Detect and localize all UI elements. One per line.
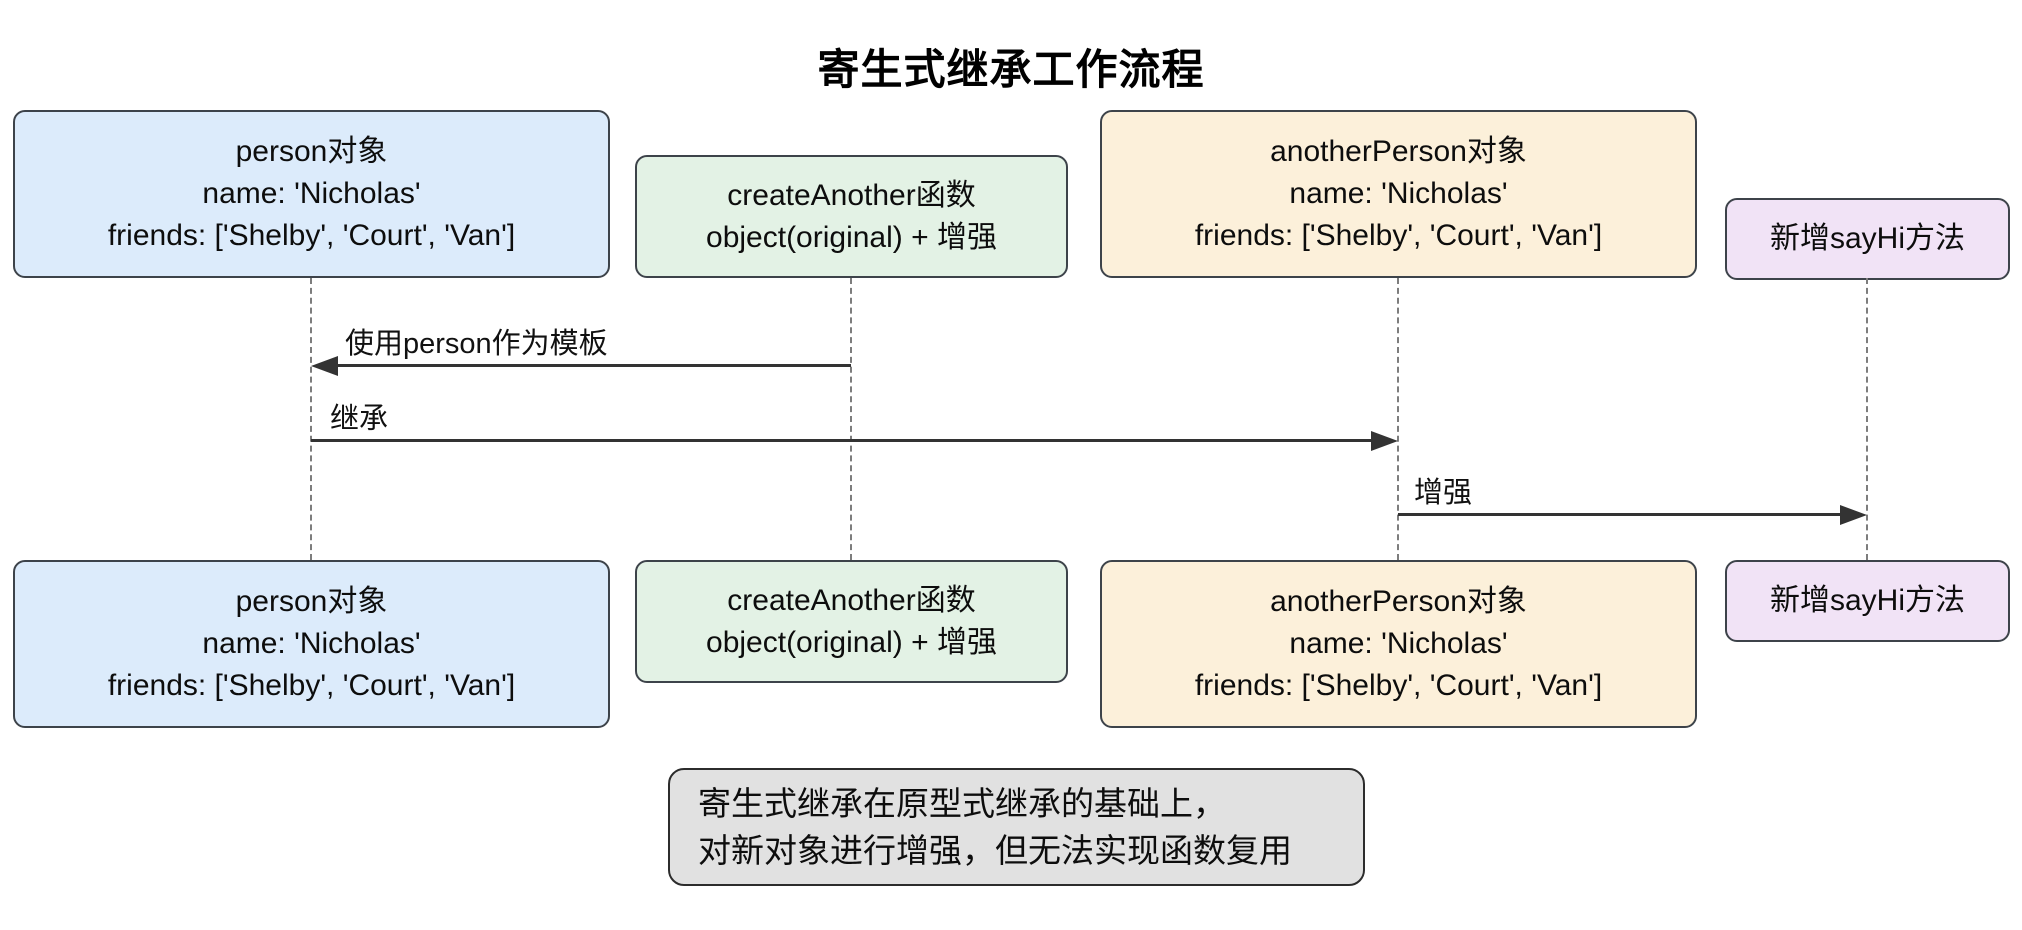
message-line xyxy=(311,439,1373,442)
actor-line: anotherPerson对象 xyxy=(1270,135,1527,168)
actor-person-bottom: person对象 name: 'Nicholas' friends: ['She… xyxy=(13,560,610,728)
actor-line: name: 'Nicholas' xyxy=(202,177,421,210)
note-box: 寄生式继承在原型式继承的基础上， 对新对象进行增强，但无法实现函数复用 xyxy=(668,768,1365,886)
actor-createanother-bottom: createAnother函数 object(original) + 增强 xyxy=(635,560,1068,683)
actor-line: 新增sayHi方法 xyxy=(1769,584,1965,617)
message-line xyxy=(318,364,851,367)
actor-line: friends: ['Shelby', 'Court', 'Van'] xyxy=(1194,219,1603,252)
arrowhead-right-icon xyxy=(1840,504,1867,525)
message-label-inherit: 继承 xyxy=(330,403,389,435)
actor-line: name: 'Nicholas' xyxy=(202,627,421,660)
actor-line: createAnother函数 xyxy=(727,178,976,212)
actor-anotherperson-top: anotherPerson对象 name: 'Nicholas' friends… xyxy=(1100,110,1697,278)
message-line xyxy=(1398,513,1842,516)
lifeline-createanother xyxy=(850,278,852,560)
actor-line: anotherPerson对象 xyxy=(1270,585,1527,618)
arrowhead-right-icon xyxy=(1371,430,1398,451)
lifeline-person xyxy=(310,278,312,560)
note-line: 寄生式继承在原型式继承的基础上， xyxy=(698,785,1226,822)
actor-person-top: person对象 name: 'Nicholas' friends: ['She… xyxy=(13,110,610,278)
actor-line: object(original) + 增强 xyxy=(706,220,997,254)
actor-line: person对象 xyxy=(235,135,388,168)
message-label-augment: 增强 xyxy=(1414,477,1473,509)
actor-anotherperson-bottom: anotherPerson对象 name: 'Nicholas' friends… xyxy=(1100,560,1697,728)
diagram-title: 寄生式继承工作流程 xyxy=(817,46,1205,93)
actor-line: name: 'Nicholas' xyxy=(1289,627,1508,660)
actor-line: 新增sayHi方法 xyxy=(1769,222,1965,255)
lifeline-anotherperson xyxy=(1397,278,1399,560)
note-line: 对新对象进行增强，但无法实现函数复用 xyxy=(698,832,1292,869)
arrowhead-left-icon xyxy=(311,355,338,376)
message-label-template: 使用person作为模板 xyxy=(345,328,608,360)
actor-line: friends: ['Shelby', 'Court', 'Van'] xyxy=(107,669,516,702)
actor-line: person对象 xyxy=(235,585,388,618)
actor-line: object(original) + 增强 xyxy=(706,625,997,659)
actor-sayhi-bottom: 新增sayHi方法 xyxy=(1725,560,2010,642)
actor-createanother-top: createAnother函数 object(original) + 增强 xyxy=(635,155,1068,278)
actor-line: friends: ['Shelby', 'Court', 'Van'] xyxy=(107,219,516,252)
actor-sayhi-top: 新增sayHi方法 xyxy=(1725,198,2010,280)
actor-line: createAnother函数 xyxy=(727,583,976,617)
actor-line: friends: ['Shelby', 'Court', 'Van'] xyxy=(1194,669,1603,702)
lifeline-sayhi xyxy=(1866,278,1868,560)
actor-line: name: 'Nicholas' xyxy=(1289,177,1508,210)
